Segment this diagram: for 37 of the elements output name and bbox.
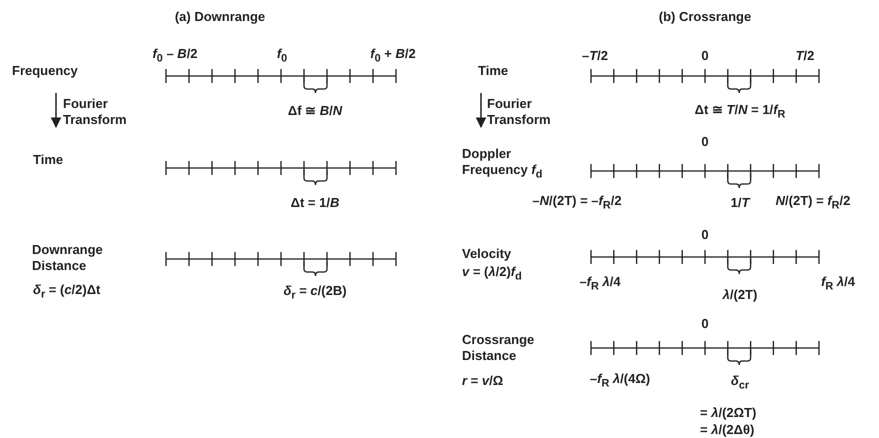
label: λ/(2T) — [722, 286, 758, 304]
label: –f$_{R}$ λ/(4Ω) — [590, 370, 650, 392]
label: Time — [478, 62, 508, 80]
label: Doppler Frequency f$_{d}$ — [462, 146, 544, 182]
label: f$_{0}$ — [276, 46, 288, 66]
label: 0 — [701, 134, 709, 150]
label: Δf ≅ B/N — [288, 102, 342, 120]
label: 1/T — [730, 194, 750, 212]
label: 0 — [701, 316, 709, 332]
label: v = (λ/2)f$_{d}$ — [462, 264, 522, 284]
label: Δt = 1/B — [290, 194, 340, 212]
label: δ$_{r}$ = (c/2)Δt — [33, 282, 100, 302]
label: r = v/Ω — [462, 372, 504, 390]
label: –N/(2T) = –f$_{R}$/2 — [532, 192, 622, 214]
label: (a) Downrange — [174, 8, 266, 26]
label: 0 — [701, 226, 709, 244]
label: Downrange Distance — [32, 242, 104, 274]
label: Frequency — [12, 62, 78, 80]
label: Velocity — [462, 246, 512, 262]
label: = λ/(2Δθ) — [700, 422, 754, 438]
label: f$_{R}$ λ/4 — [821, 274, 855, 294]
label: N/(2T) = f$_{R}$/2 — [776, 192, 850, 214]
label: f$_{0}$ + B/2 — [370, 46, 416, 66]
label: Δt ≅ T/N = 1/f$_{R}$ — [694, 102, 786, 122]
label: T/2 — [796, 48, 814, 64]
label: Time — [33, 152, 64, 168]
label: –f$_{R}$ λ/4 — [579, 274, 621, 294]
label: (b) Crossrange — [658, 8, 752, 26]
label: δ$_{cr}$ — [730, 372, 750, 394]
label: 0 — [701, 48, 709, 64]
label: = λ/(2ΩT) — [700, 404, 756, 422]
label: Fourier Transform — [487, 96, 552, 128]
label: δ$_{r}$ = c/(2B) — [283, 282, 347, 304]
label: –T/2 — [582, 48, 608, 64]
label: Fourier Transform — [63, 96, 128, 128]
label: Crossrange Distance — [462, 332, 536, 364]
label: f$_{0}$ – B/2 — [152, 46, 198, 66]
